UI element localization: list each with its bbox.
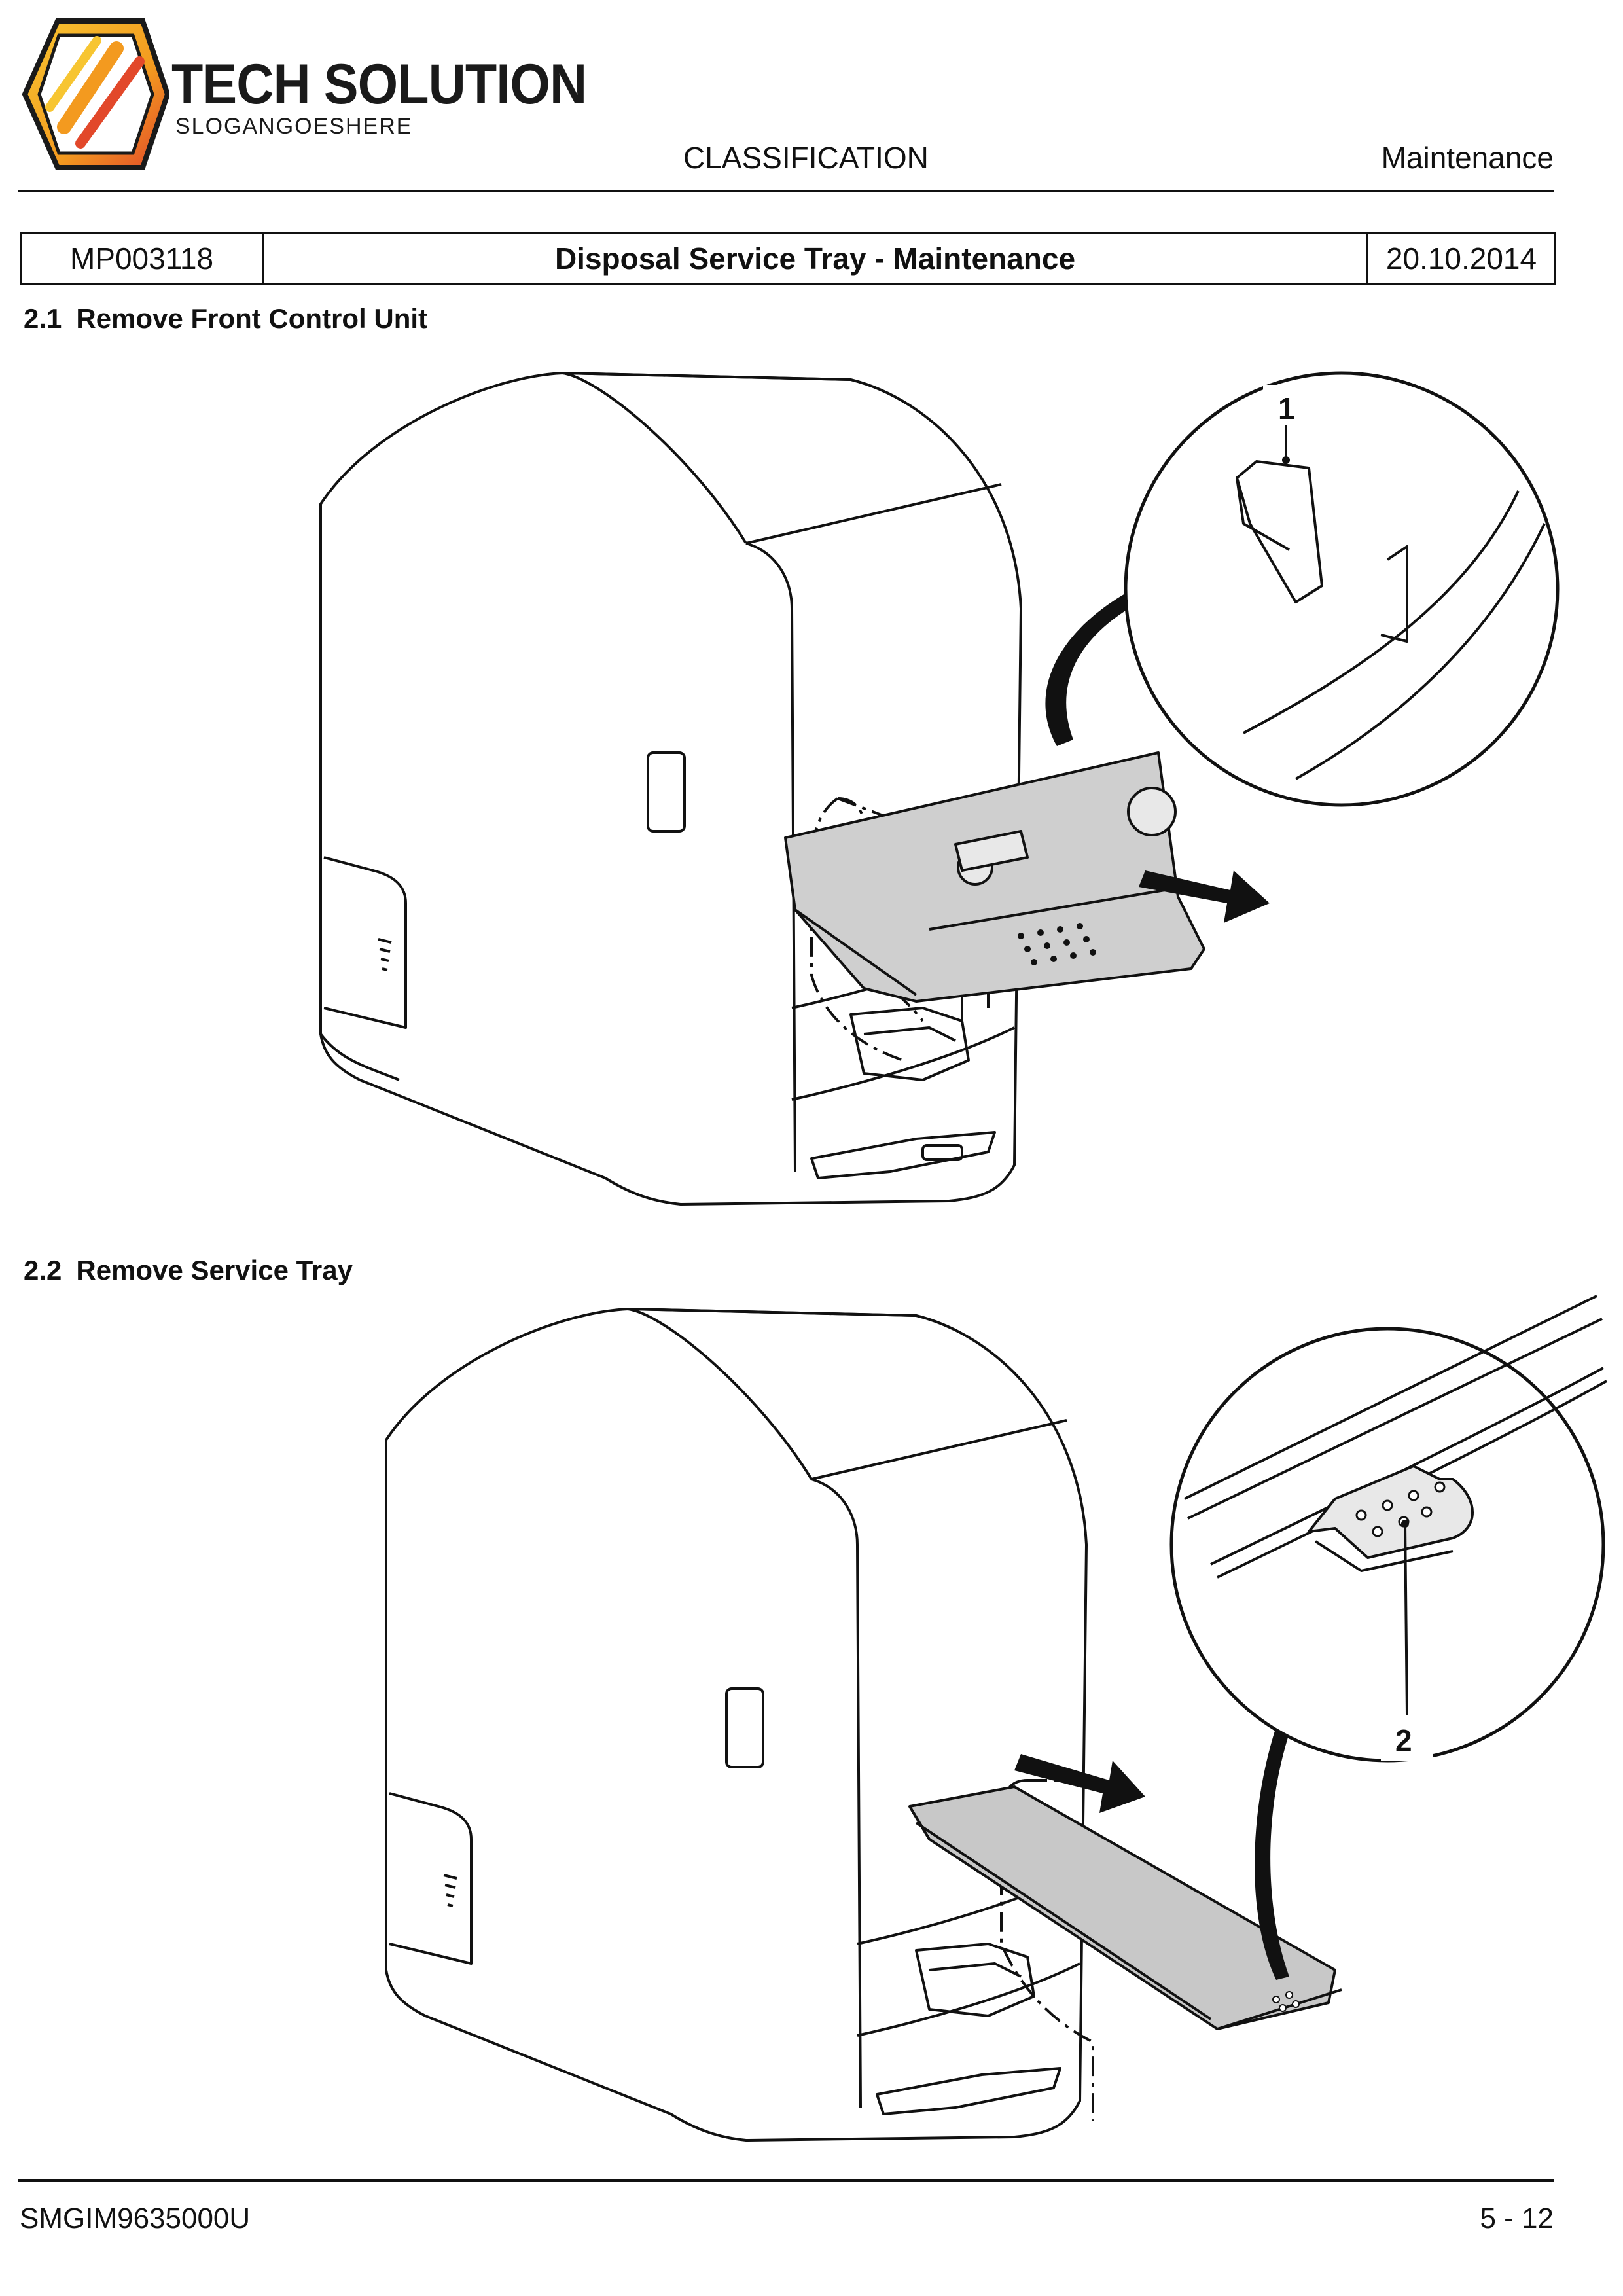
section-heading-2: 2.2 Remove Service Tray	[24, 1257, 353, 1284]
tray-hole-pattern	[1272, 1991, 1300, 2012]
company-logo-icon	[22, 18, 169, 170]
service-tray	[908, 1785, 1342, 2030]
section-number: 2.1	[24, 303, 62, 334]
page-number: 5 - 12	[1480, 2202, 1554, 2234]
procedure-title: Disposal Service Tray - Maintenance	[264, 234, 1368, 283]
classification-value: Maintenance	[1381, 141, 1554, 175]
callout-1: 1	[1278, 391, 1295, 425]
procedure-date: 20.10.2014	[1385, 242, 1537, 276]
machine-body	[385, 1308, 1088, 2142]
section-title: Remove Front Control Unit	[76, 303, 428, 334]
section-heading-1: 2.1 Remove Front Control Unit	[24, 305, 427, 332]
section-number: 2.2	[24, 1255, 62, 1285]
illustration-remove-front-control-unit: 1	[319, 371, 1560, 1206]
front-control-unit	[784, 751, 1205, 1003]
vent-icon	[443, 1874, 457, 1907]
footer-divider	[18, 2179, 1554, 2182]
procedure-code: MP003118	[22, 234, 264, 283]
vent-icon	[378, 938, 392, 971]
document-id: SMGIM9635000U	[20, 2202, 251, 2234]
illustration-remove-service-tray: 2	[385, 1295, 1607, 2142]
tray-hole-pattern	[1018, 923, 1096, 965]
section-title: Remove Service Tray	[76, 1255, 353, 1285]
pull-arrow-icon	[1139, 870, 1270, 923]
callout-2: 2	[1395, 1723, 1412, 1757]
header-divider	[18, 190, 1554, 192]
title-table: MP003118 Disposal Service Tray - Mainten…	[20, 232, 1556, 285]
machine-body	[319, 372, 1022, 1206]
classification-label: CLASSIFICATION	[683, 141, 929, 175]
pull-arrow-icon	[1014, 1754, 1145, 1813]
brand-slogan: SLOGANGOESHERE	[175, 114, 413, 139]
brand-name: TECH SOLUTION	[171, 53, 587, 116]
